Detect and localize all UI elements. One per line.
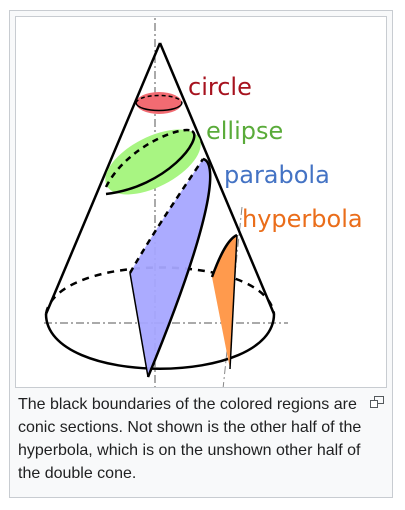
circle-region [136, 92, 182, 114]
circle-front-curve [135, 102, 183, 112]
hyperbola-curve [210, 233, 238, 278]
hyperbola-label: hyperbola [242, 205, 363, 233]
cone-left-edge [44, 42, 162, 315]
circle-back-curve [135, 94, 183, 104]
parabola-region [130, 159, 211, 377]
ellipse-region [105, 129, 201, 195]
ellipse-back-curve [104, 128, 193, 188]
parabola-back-curve [128, 158, 205, 274]
ellipse-front-curve [105, 129, 196, 196]
conic-sections-diagram: circle ellipse parabola hyperbola [44, 17, 363, 387]
figure-frame: circle ellipse parabola hyperbola The bl… [9, 10, 393, 498]
parabola-front-curve [146, 157, 212, 378]
figure-caption: The black boundaries of the colored regi… [18, 396, 362, 482]
ellipse-label: ellipse [206, 117, 283, 145]
base-ellipse-front [44, 313, 276, 370]
magnify-icon[interactable] [370, 396, 384, 408]
figure-image-frame[interactable]: circle ellipse parabola hyperbola [15, 16, 387, 388]
parabola-edge [129, 272, 149, 378]
parabola-label: parabola [224, 161, 330, 189]
hyperbola-region [212, 235, 237, 369]
circle-label: circle [188, 73, 252, 101]
hyperbola-edge [229, 234, 238, 370]
cone-right-edge [158, 42, 276, 315]
